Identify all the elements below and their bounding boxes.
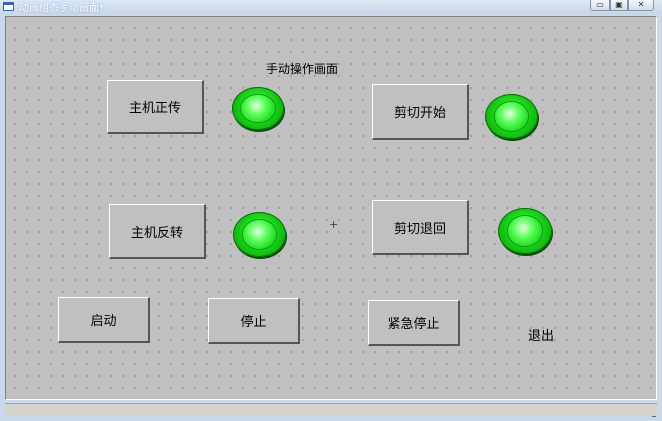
hmi-canvas: 手动操作画面 主机正传 剪切开始 主机反转 剪切退回 启动 停止 紧急停止 + xyxy=(5,16,657,417)
screen-heading: 手动操作画面 xyxy=(266,62,339,76)
cut-return-indicator-light xyxy=(498,208,552,254)
window-app-icon xyxy=(3,2,14,11)
status-bar xyxy=(5,403,657,416)
cursor-crosshair-icon: + xyxy=(329,218,339,231)
exit-button[interactable]: 退出 xyxy=(528,329,555,344)
host-forward-indicator-light xyxy=(232,87,284,130)
maximize-button[interactable]: ▣ xyxy=(610,0,628,11)
host-reverse-button[interactable]: 主机反转 xyxy=(109,204,206,259)
stop-button[interactable]: 停止 xyxy=(208,298,300,344)
close-button[interactable]: ✕ xyxy=(628,0,654,11)
host-forward-button[interactable]: 主机正传 xyxy=(107,80,204,134)
host-reverse-indicator-light xyxy=(233,212,286,257)
cut-return-button[interactable]: 剪切退回 xyxy=(372,200,469,255)
window-title: 动画组态手动画面* xyxy=(19,3,104,14)
title-bar: 动画组态手动画面* ▭ ▣ ✕ xyxy=(0,0,662,14)
start-button[interactable]: 启动 xyxy=(58,297,150,343)
minimize-button[interactable]: ▭ xyxy=(590,0,610,11)
emergency-stop-button[interactable]: 紧急停止 xyxy=(368,300,460,346)
cut-start-button[interactable]: 剪切开始 xyxy=(372,84,469,140)
cut-start-indicator-light xyxy=(485,94,538,139)
